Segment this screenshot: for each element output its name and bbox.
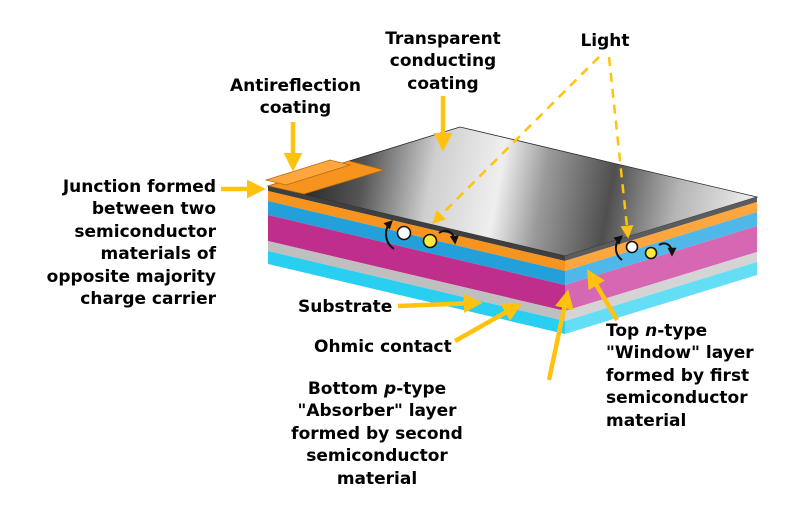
label-ohmic-contact: Ohmic contact xyxy=(314,337,452,357)
label-substrate: Substrate xyxy=(298,297,393,317)
antireflection-layer-side xyxy=(565,202,757,271)
antireflection-coating-step xyxy=(264,159,352,186)
carrier-path-arrow xyxy=(383,220,395,250)
arrow-window xyxy=(587,269,619,322)
label-window-pre: Top xyxy=(606,321,646,341)
electron-marker xyxy=(625,240,639,254)
label-absorber-line1: Bottom p-type xyxy=(272,378,482,400)
label-transparent-conducting-coating: Transparent conducting coating xyxy=(385,29,501,94)
arrow-ohmic-contact xyxy=(453,303,522,343)
label-window-post: -type xyxy=(657,321,708,341)
ohmic-contact-front xyxy=(268,241,565,321)
label-absorber-pre: Bottom xyxy=(307,379,385,399)
absorber-layer-side xyxy=(565,226,757,311)
substrate-front xyxy=(268,251,565,334)
label-window: Top n-type"Window" layer formed by first… xyxy=(606,320,766,432)
carrier-path-arrow xyxy=(438,229,459,245)
label-window-italic: n xyxy=(645,321,658,341)
absorber-layer-front xyxy=(268,215,565,311)
label-absorber: Bottom p-type"Absorber" layer formed by … xyxy=(272,378,482,490)
arrow-substrate xyxy=(397,294,483,313)
label-antireflection-coating: Antireflection coating xyxy=(229,76,362,119)
window-layer-side xyxy=(565,212,757,285)
ohmic-contact-side xyxy=(565,252,757,321)
window-layer-front xyxy=(268,201,565,285)
tco-edge-side xyxy=(565,197,757,261)
carrier-path-arrow xyxy=(613,235,624,261)
label-light: Light xyxy=(580,31,630,51)
label-absorber-rest: "Absorber" layer formed by second semico… xyxy=(291,401,463,489)
label-window-rest: "Window" layer formed by first semicondu… xyxy=(606,343,754,431)
label-absorber-italic: p xyxy=(384,379,397,399)
arrow-absorber xyxy=(546,289,574,381)
carrier-path-arrow xyxy=(658,242,677,257)
light-ray-right xyxy=(607,56,634,239)
hole-marker xyxy=(422,233,438,249)
label-junction: Junction formed between two semiconducto… xyxy=(46,177,216,310)
tco-edge-front xyxy=(268,186,565,261)
label-window-line1: Top n-type xyxy=(606,320,766,342)
antireflection-layer-front xyxy=(268,191,565,271)
light-ray-left xyxy=(432,56,600,224)
electron-marker xyxy=(396,225,412,241)
hole-marker xyxy=(644,246,658,260)
label-absorber-post: -type xyxy=(396,379,447,399)
